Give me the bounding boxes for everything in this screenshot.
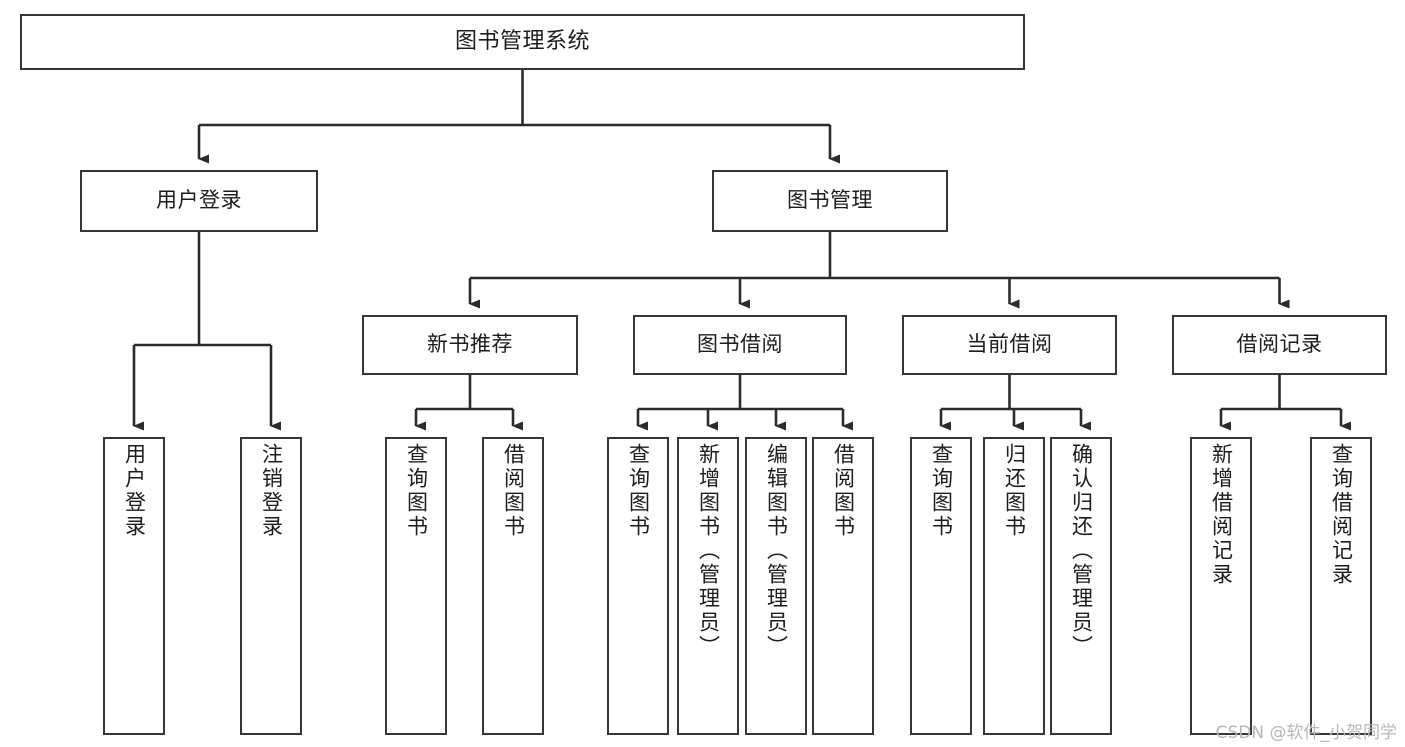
node-l-return[interactable]: 归还图书	[983, 437, 1045, 735]
node-l-add[interactable]: 新增图书（管理员）	[677, 437, 739, 735]
node-borrow[interactable]: 图书借阅	[633, 315, 847, 375]
node-l-addrec[interactable]: 新增借阅记录	[1190, 437, 1252, 735]
node-l-edit[interactable]: 编辑图书（管理员）	[745, 437, 807, 735]
node-label: 编辑图书（管理员）	[764, 443, 789, 659]
node-label: 图书管理	[787, 188, 873, 213]
node-label: 查询图书	[929, 443, 954, 539]
node-label: 当前借阅	[966, 332, 1053, 357]
node-label: 注销登录	[259, 443, 284, 539]
node-l-query2[interactable]: 查询图书	[607, 437, 669, 735]
node-l-query1[interactable]: 查询图书	[385, 437, 447, 735]
node-label: 新书推荐	[427, 332, 513, 357]
node-label: 图书借阅	[697, 332, 783, 357]
node-l-borrow2[interactable]: 借阅图书	[812, 437, 874, 735]
node-l-query3[interactable]: 查询图书	[910, 437, 972, 735]
node-l-login[interactable]: 用户登录	[103, 437, 165, 735]
node-label: 新增借阅记录	[1209, 443, 1234, 587]
node-bookmgmt[interactable]: 图书管理	[712, 170, 948, 232]
node-login[interactable]: 用户登录	[80, 170, 318, 232]
node-l-confirm[interactable]: 确认归还（管理员）	[1050, 437, 1112, 735]
node-l-logout[interactable]: 注销登录	[240, 437, 302, 735]
node-label: 查询借阅记录	[1329, 443, 1354, 587]
node-label: 借阅图书	[501, 443, 526, 539]
node-label: 用户登录	[156, 188, 242, 213]
node-newbook[interactable]: 新书推荐	[362, 315, 578, 375]
node-label: 用户登录	[122, 443, 147, 539]
node-label: 查询图书	[626, 443, 651, 539]
node-label: 归还图书	[1002, 443, 1027, 539]
watermark: CSDN @软件_小贺同学	[1215, 723, 1397, 743]
node-current[interactable]: 当前借阅	[902, 315, 1117, 375]
node-label: 借阅图书	[831, 443, 856, 539]
node-label: 新增图书（管理员）	[696, 443, 721, 659]
node-l-queryrec[interactable]: 查询借阅记录	[1310, 437, 1372, 735]
node-label: 查询图书	[404, 443, 429, 539]
node-label: 确认归还（管理员）	[1069, 443, 1094, 659]
node-label: 图书管理系统	[454, 28, 590, 54]
node-root[interactable]: 图书管理系统	[20, 14, 1025, 70]
node-l-borrow1[interactable]: 借阅图书	[482, 437, 544, 735]
node-records[interactable]: 借阅记录	[1172, 315, 1387, 375]
node-label: 借阅记录	[1236, 332, 1323, 357]
